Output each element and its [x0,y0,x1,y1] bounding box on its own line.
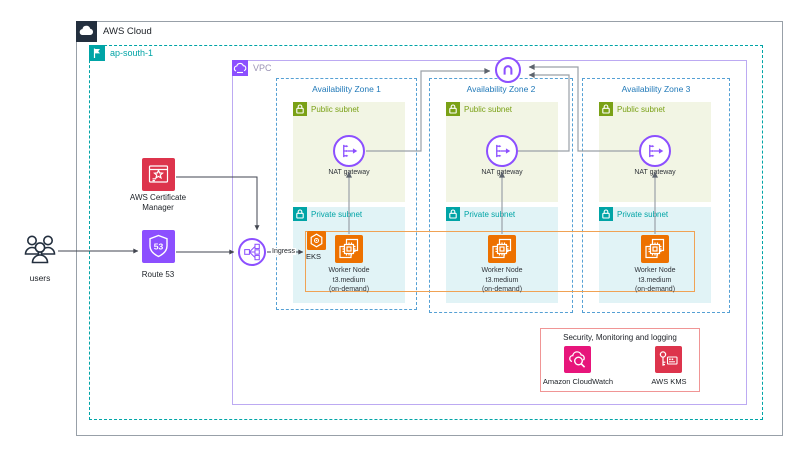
users-label: users [29,273,51,283]
az2-nat-gateway-icon [486,135,518,167]
eks-icon [307,231,326,250]
aws-cloud-label: AWS Cloud [103,26,152,37]
security-box-title: Security, Monitoring and logging [563,333,677,342]
az2-private-label: Private subnet [464,210,516,219]
az2-worker-node-icon [488,235,516,263]
ingress-label: Ingress [271,248,296,255]
az3-public-label: Public subnet [617,105,666,114]
kms-icon [655,346,682,373]
az1-public-lock-icon [293,102,307,116]
az1-group [276,78,417,310]
az1-private-lock-icon [293,207,307,221]
load-balancer-icon [238,238,266,266]
az3-worker-node-label: Worker Node t3.medium (on-demand) [634,267,676,293]
svg-text:53: 53 [154,242,164,252]
az2-private-lock-icon [446,207,460,221]
az2-worker-node-label: Worker Node t3.medium (on-demand) [481,267,523,293]
region-icon [89,45,105,61]
az1-title: Availability Zone 1 [312,84,381,94]
az2-title: Availability Zone 2 [466,84,536,94]
vpc-label: VPC [253,63,272,73]
region-label: ap-south-1 [110,48,154,58]
az3-nat-gateway-icon [639,135,671,167]
az1-private-label: Private subnet [311,210,363,219]
az3-private-lock-icon [599,207,613,221]
certificate-manager-label: AWS Certificate Manager [129,193,187,212]
route53-icon: 53 [142,230,175,263]
az3-group [582,78,730,313]
aws-cloud-group [76,21,783,436]
route53-label: Route 53 [141,270,175,279]
kms-label: AWS KMS [651,377,687,386]
cloudwatch-label: Amazon CloudWatch [542,377,614,386]
az2-public-lock-icon [446,102,460,116]
az3-title: Availability Zone 3 [621,84,691,94]
az1-worker-node-icon [335,235,363,263]
az3-private-label: Private subnet [617,210,669,219]
vpc-icon [232,60,248,76]
region-group [89,45,763,420]
az3-public-lock-icon [599,102,613,116]
aws-cloud-icon [76,21,97,42]
az2-public-label: Public subnet [464,105,513,114]
certificate-manager-icon [142,158,175,191]
cloudwatch-icon [564,346,591,373]
internet-gateway-icon [495,57,521,83]
az1-worker-node-label: Worker Node t3.medium (on-demand) [328,267,370,293]
az1-nat-gateway-icon [333,135,365,167]
eks-cluster-boundary [305,231,695,292]
az3-worker-node-icon [641,235,669,263]
users-icon [22,233,58,268]
az1-public-label: Public subnet [311,105,360,114]
eks-label: EKS [306,252,322,261]
